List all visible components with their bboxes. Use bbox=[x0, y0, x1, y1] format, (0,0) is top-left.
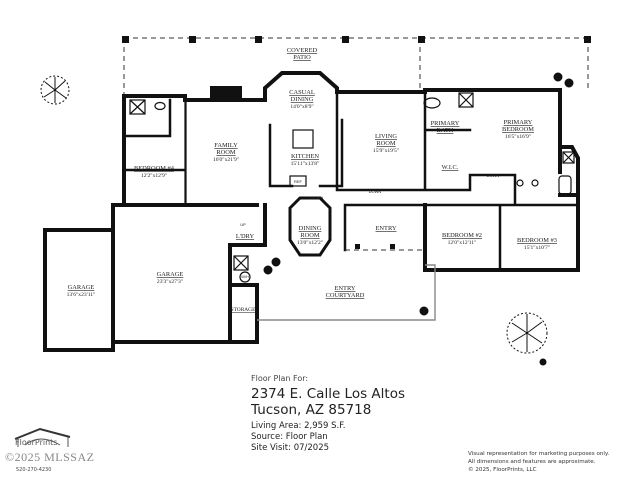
watermark: ©2025 MLSSAZ bbox=[5, 450, 95, 464]
living-room-label: LIVING bbox=[375, 133, 397, 140]
down-label-primary: DOWN bbox=[487, 173, 500, 178]
floorprints-logo-icon bbox=[14, 427, 71, 447]
garage-small-dims: 13'6"x23'11" bbox=[67, 292, 96, 298]
living-area: Living Area: 2,959 S.F. bbox=[251, 421, 346, 431]
covered-patio-label-2: PATIO bbox=[293, 54, 311, 61]
interior-walls bbox=[122, 90, 580, 272]
logo-phone: 520-270-4230 bbox=[16, 467, 52, 473]
garage-small-label: GARAGE bbox=[68, 284, 95, 291]
entry-label: ENTRY bbox=[376, 225, 397, 232]
entry-courtyard-label: ENTRY bbox=[335, 285, 356, 292]
living-room-label-2: ROOM bbox=[376, 140, 395, 147]
laundry-label: L'DRY bbox=[236, 233, 255, 240]
exterior-walls bbox=[43, 71, 580, 352]
floor-plan-for-label: Floor Plan For: bbox=[251, 374, 309, 383]
bedroom4-dims: 12'2"x12'9" bbox=[141, 173, 167, 179]
dining-room-label-2: ROOM bbox=[300, 232, 319, 239]
address-line2: Tucson, AZ 85718 bbox=[251, 402, 372, 418]
family-room-label-2: ROOM bbox=[216, 149, 235, 156]
bedroom3-label: BEDROOM #3 bbox=[517, 237, 557, 244]
address-line1: 2374 E. Calle Los Altos bbox=[251, 386, 405, 402]
garage-large-dims: 23'3"x27'3" bbox=[157, 279, 183, 285]
disclaimer-line1: Visual representation for marketing purp… bbox=[468, 451, 610, 457]
source: Source: Floor Plan bbox=[251, 432, 328, 442]
bedroom2-dims: 12'0"x12'11" bbox=[448, 240, 477, 246]
kitchen-label: KITCHEN bbox=[291, 153, 319, 160]
up-label: UP bbox=[240, 222, 246, 227]
wic-label: W.I.C. bbox=[442, 164, 459, 171]
tree-icon bbox=[40, 72, 574, 366]
bedroom2-label: BEDROOM #2 bbox=[442, 232, 482, 239]
dining-room-dims: 13'0"x12'2" bbox=[297, 240, 323, 246]
family-room-label: FAMILY bbox=[214, 142, 238, 149]
casual-dining-dims: 14'0"x8'9" bbox=[290, 104, 313, 110]
disclaimer-line2: All dimensions and features are approxim… bbox=[468, 459, 596, 465]
courtyard-wall bbox=[257, 264, 436, 321]
casual-dining-label-2: DINING bbox=[291, 96, 314, 103]
fixtures bbox=[129, 92, 575, 283]
site-visit: Site Visit: 07/2025 bbox=[251, 443, 330, 453]
ref-label: REF bbox=[294, 179, 303, 184]
covered-patio-outline bbox=[122, 36, 591, 95]
family-room-dims: 16'0"x21'9" bbox=[213, 157, 239, 163]
dining-room-label: DINING bbox=[299, 225, 322, 232]
primary-bath-label: PRIMARY bbox=[431, 120, 460, 127]
living-room-dims: 15'9"x19'5" bbox=[373, 148, 399, 154]
storage-label: STORAGE bbox=[231, 307, 256, 313]
water-heater-label: W/H bbox=[241, 274, 249, 279]
garage-large-label: GARAGE bbox=[157, 271, 184, 278]
covered-patio-label: COVERED bbox=[287, 47, 318, 54]
primary-bath-label-2: BATH bbox=[437, 127, 454, 134]
copyright: © 2025, FloorPrints, LLC bbox=[468, 467, 537, 473]
primary-bedroom-label-2: BEDROOM bbox=[502, 126, 534, 133]
casual-dining-label: CASUAL bbox=[289, 89, 315, 96]
primary-bedroom-label: PRIMARY bbox=[504, 119, 533, 126]
down-label-dining: DOWN bbox=[311, 195, 324, 200]
entry-courtyard-label-2: COURTYARD bbox=[326, 292, 365, 299]
kitchen-dims: 15'11"x13'8" bbox=[291, 161, 320, 167]
bedroom3-dims: 15'1"x10'7" bbox=[524, 245, 550, 251]
down-label-living: DOWN bbox=[369, 189, 382, 194]
bedroom4-label: BEDROOM #4 bbox=[134, 165, 175, 172]
primary-bedroom-dims: 16'5"x16'9" bbox=[505, 134, 531, 140]
logo-brand: FloorPrints bbox=[15, 438, 58, 447]
